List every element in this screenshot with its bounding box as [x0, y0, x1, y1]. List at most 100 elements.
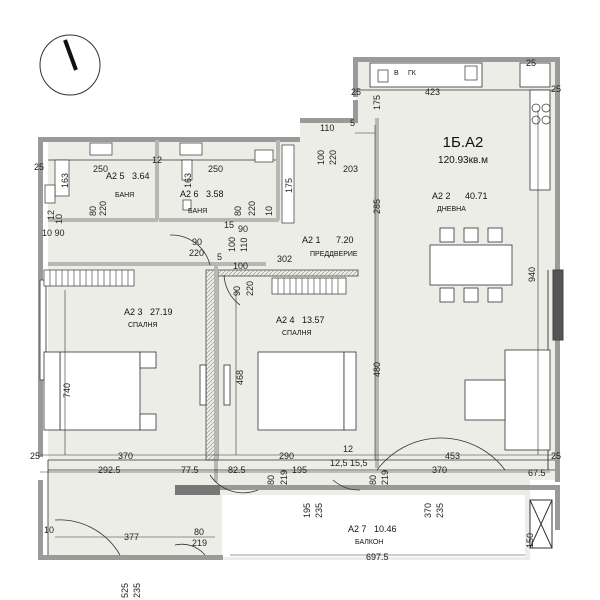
dim-label: 697.5: [366, 552, 389, 562]
dim-label: 12: [152, 155, 162, 165]
dim-label: 67.5: [528, 468, 546, 478]
dim-label: 250: [93, 164, 108, 174]
bathroom-fixtures: [44, 142, 274, 211]
dim-label: 525: [120, 583, 130, 598]
dim-label: 100: [316, 150, 326, 165]
balcony-box: [529, 499, 553, 549]
dim-label: 740: [62, 383, 72, 398]
dim-label: 219: [380, 470, 390, 485]
dim-label: 468: [235, 370, 245, 385]
dim-label: 302: [277, 254, 292, 264]
room-code: А2 4: [276, 315, 295, 325]
dim-label: 220: [328, 150, 338, 165]
dim-label: 90: [232, 286, 242, 296]
room-label-7: А2 7 10.46 БАЛКОН: [348, 524, 397, 546]
dim-label: 5: [217, 252, 222, 262]
room-label-1: А2 1 7.20 ПРЕДДВЕРИЕ: [302, 235, 358, 258]
room-area: 40.71: [465, 191, 488, 201]
dim-label: 219: [192, 538, 207, 548]
room-code: А2 2: [432, 191, 451, 201]
dim-label: 290: [279, 451, 294, 461]
kitchen-mark: В: [394, 70, 399, 77]
room-name: БАНЯ: [188, 208, 207, 215]
dim-label: 220: [98, 201, 108, 216]
dim-label: 80: [368, 475, 378, 485]
room-name: ДНЕВНА: [437, 206, 466, 213]
dim-label: 90: [238, 224, 248, 234]
interior-walls: [48, 118, 379, 482]
sink-icon: [377, 65, 478, 83]
north-arrow-icon: [39, 34, 101, 96]
dimension-lines: [40, 110, 555, 556]
dim-label: 100: [227, 237, 237, 252]
dim-label: 220: [247, 201, 257, 216]
dim-label: 80: [233, 206, 243, 216]
dim-label: 480: [372, 362, 382, 377]
room-label-4: А2 4 13.57 СПАЛНЯ: [276, 315, 325, 337]
dim-label: 77.5: [181, 465, 199, 475]
dim-label: 12: [343, 444, 353, 454]
kitchen-mark: ГК: [408, 70, 417, 77]
dim-label: 5: [350, 118, 355, 128]
apartment-area: 120.93кв.м: [438, 155, 488, 166]
dim-label: 370: [118, 451, 133, 461]
dim-label: 10: [44, 525, 54, 535]
dim-label: 90: [192, 237, 202, 247]
dim-label: 235: [314, 503, 324, 518]
dim-label: 25: [551, 451, 561, 461]
dim-label: 15,5: [350, 458, 368, 468]
room-area: 13.57: [302, 315, 325, 325]
dim-label: 235: [132, 583, 142, 598]
dim-label: 10: [264, 206, 274, 216]
room-name: ПРЕДДВЕРИЕ: [310, 251, 358, 258]
dim-label: 370: [432, 465, 447, 475]
dim-label: 453: [445, 451, 460, 461]
dim-label: 110: [320, 123, 334, 133]
apartment-name: 1Б.А2: [443, 134, 484, 151]
dim-label: 220: [189, 248, 204, 258]
floor-fill: [48, 60, 560, 560]
dim-label: 175: [284, 178, 294, 193]
kitchen-counter: [369, 62, 551, 191]
bed-left: [43, 351, 157, 431]
dim-label: 235: [435, 503, 445, 518]
dim-label: 10 90: [42, 228, 65, 238]
dim-label: 195: [302, 503, 312, 518]
vertical-dimension-labels: 175 285 163 163 80 220 80 220 10 10 175 …: [46, 95, 537, 598]
dimension-labels: 25 25 423 25 110 5 203 25 250 250 12 10 …: [30, 58, 561, 562]
room-label-2: А2 2 40.71 ДНЕВНА: [432, 191, 488, 213]
dim-label: 220: [245, 281, 255, 296]
dim-label: 110: [239, 238, 249, 252]
room-name: СПАЛНЯ: [128, 322, 158, 329]
wardrobe-hatch: [49, 270, 339, 294]
bed-right: [257, 351, 357, 431]
interior-lines: [47, 89, 555, 555]
dining-table: [429, 227, 513, 303]
dim-label: 163: [183, 173, 193, 188]
room-name: СПАЛНЯ: [282, 330, 312, 337]
dim-label: 25: [351, 87, 361, 97]
sofa: [464, 349, 551, 451]
dim-label: 15: [224, 220, 234, 230]
room-label-3: А2 3 27.19 СПАЛНЯ: [124, 307, 173, 329]
room-area: 3.64: [132, 171, 150, 181]
dim-label: 150: [525, 533, 535, 548]
dim-label: 100: [233, 261, 248, 271]
room-area: 27.19: [150, 307, 173, 317]
dim-label: 25: [34, 162, 44, 172]
dim-label: 423: [425, 87, 440, 97]
room-code: А2 5: [106, 171, 125, 181]
room-label-6: А2 6 3.58 БАНЯ: [180, 189, 224, 215]
dim-label: 82.5: [228, 465, 246, 475]
dim-label: 12,5: [330, 458, 348, 468]
room-label-5: А2 5 3.64 БАНЯ: [106, 171, 150, 199]
room-area: 10.46: [374, 524, 397, 534]
dim-label: 370: [423, 503, 433, 518]
dim-label: 377: [124, 532, 139, 542]
room-code: А2 1: [302, 235, 321, 245]
stove-icon: [531, 103, 551, 125]
door-swings: [54, 234, 506, 556]
tv-units: [199, 364, 231, 406]
dim-label: 940: [527, 267, 537, 282]
